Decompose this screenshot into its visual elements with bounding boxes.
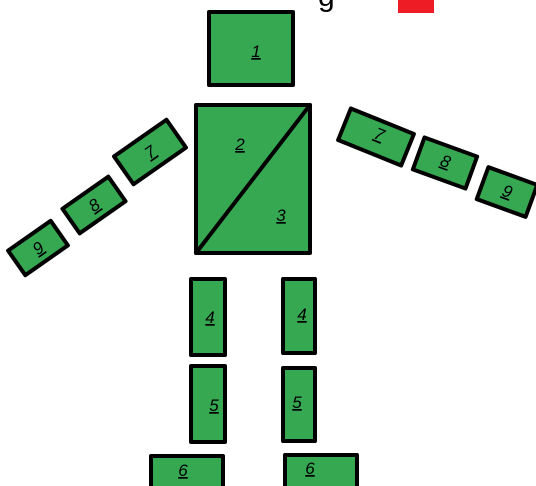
right-thigh-label: 4: [297, 305, 306, 324]
left-thigh-part: 4: [191, 279, 225, 355]
head-part: 1: [209, 12, 293, 85]
left-foot-label: 6: [178, 461, 188, 480]
left-shin-part: 5: [191, 366, 225, 442]
right-arm-mid-part: 8: [413, 137, 477, 188]
left-arm-mid-part: 8: [62, 177, 125, 234]
left-shin-label: 5: [209, 396, 219, 415]
right-arm-lower-part: 9: [477, 167, 536, 217]
left-thigh-label: 4: [205, 308, 214, 327]
torso-lower-label: 3: [276, 206, 286, 225]
torso-part: 2 3: [196, 105, 310, 253]
right-shin-label: 5: [292, 393, 302, 412]
right-arm-upper-part: 7: [338, 109, 414, 166]
right-foot-label: 6: [305, 459, 315, 478]
torso-upper-label: 2: [234, 135, 245, 154]
right-thigh-part: 4: [283, 279, 315, 353]
right-shin-part: 5: [283, 368, 315, 441]
left-arm-lower-part: 9: [8, 221, 68, 275]
head-label: 1: [251, 42, 260, 61]
left-foot-part: 6: [151, 456, 223, 486]
left-arm-upper-part: 7: [114, 120, 186, 185]
right-foot-part: 6: [285, 455, 357, 486]
